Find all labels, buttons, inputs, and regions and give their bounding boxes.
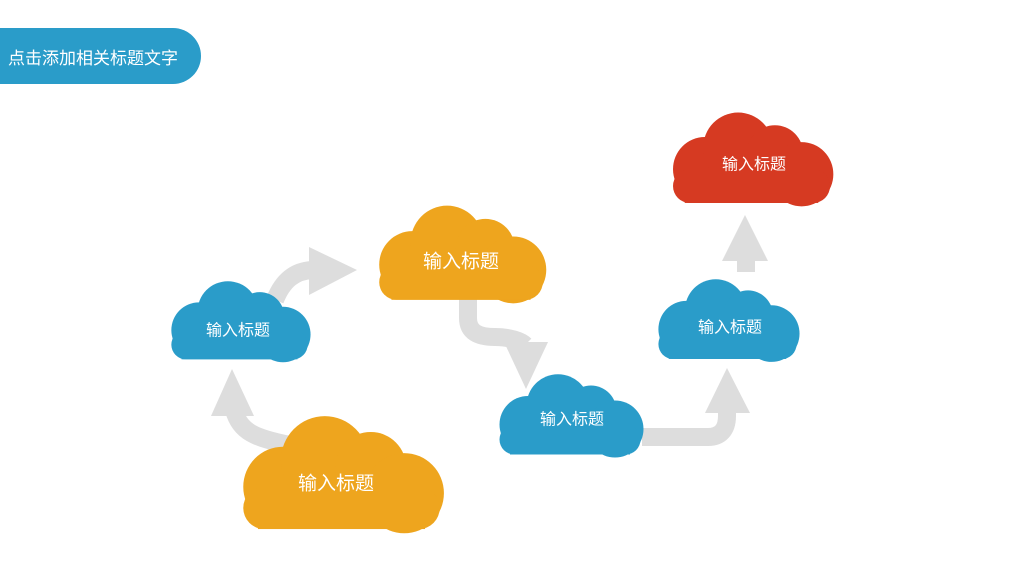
arrow-4-head: [705, 368, 750, 413]
cloud-6-label[interactable]: 输入标题: [722, 155, 786, 174]
cloud-1-label[interactable]: 输入标题: [298, 473, 374, 495]
arrow-1-head: [211, 369, 254, 416]
cloud-5-label[interactable]: 输入标题: [698, 318, 762, 337]
arrow-4-stem: [642, 410, 736, 446]
title-tab: 点击添加相关标题文字: [0, 28, 201, 84]
page-title: 点击添加相关标题文字: [8, 48, 178, 69]
arrow-3-stem: [459, 298, 532, 352]
arrow-3-head: [504, 342, 548, 389]
cloud-2-label[interactable]: 输入标题: [206, 321, 270, 340]
cloud-3-label[interactable]: 输入标题: [423, 251, 499, 273]
arrow-2-head: [309, 247, 357, 295]
cloud-4-label[interactable]: 输入标题: [540, 410, 604, 429]
connector-arrows: [211, 215, 768, 454]
arrow-5-head: [722, 215, 768, 261]
arrow-2-stem: [266, 261, 314, 304]
